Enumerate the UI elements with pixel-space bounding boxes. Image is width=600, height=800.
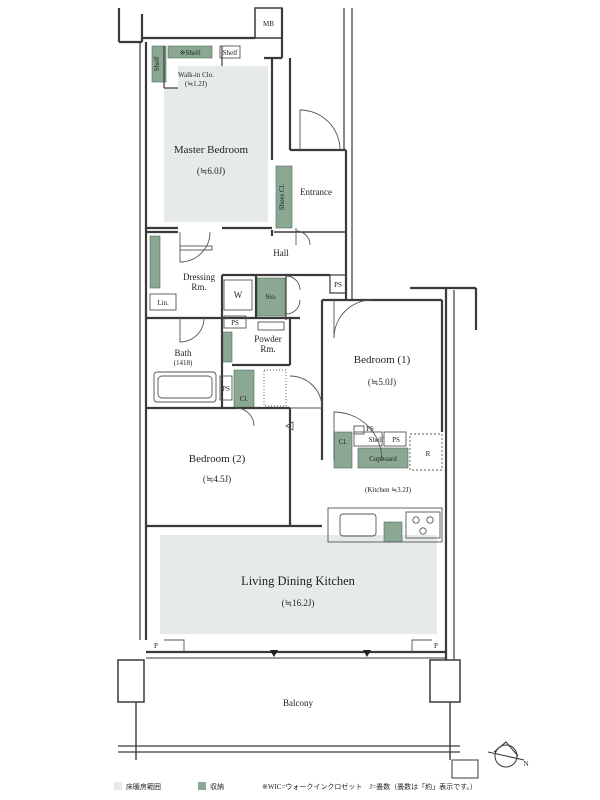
kitchen-label: (Kitchen ≒3.2J) [365,486,412,494]
master-bedroom-size: (≒6.0J) [197,166,225,176]
powder-storage [221,331,233,363]
doors [164,109,432,652]
balcony-label: Balcony [283,698,313,708]
p-left-label: P [154,642,158,650]
master-bedroom-name: Master Bedroom [174,144,249,156]
hall-label: Hall [273,248,289,258]
bathtub [153,371,217,403]
kitchen-counter [327,507,443,543]
shelf-kitchen-label: Shelf [369,436,384,444]
legend-floor-swatch [114,782,122,790]
wic-shelf-label: ※Shelf [180,49,201,57]
powder-sub: Rm. [260,344,275,354]
sto-storage [256,277,286,317]
ps-kitchen-label: PS [392,436,400,444]
stove [405,511,441,539]
entrance-label: Entrance [300,187,332,197]
bedroom2-name: Bedroom (2) [189,453,246,465]
walls [117,7,479,779]
window-markers [270,421,371,657]
lin-label: Lin. [157,299,169,307]
wic-shelf [167,45,213,59]
dressing-name: Dressing [183,272,215,282]
legend-floor-label: 床暖房範囲 [126,782,161,791]
cupboard-label: Cupboard [369,455,397,463]
refrigerator [409,433,443,471]
legend-storage-label: 収納 [210,782,224,791]
bedroom2-size: (≒4.5J) [203,474,231,484]
wic-size: (≒1.2J) [185,80,208,88]
cl-b2-label: Cl. [240,395,249,403]
ldk-name: Living Dining Kitchen [241,574,356,588]
refrigerator-label: R [426,450,431,458]
bath-name: Bath [175,348,192,358]
ldk-floor [160,535,437,634]
shoes-cl [275,165,293,229]
storage-areas [149,45,409,543]
compass-icon [494,744,518,768]
legend-note: ※WIC=ウォークインクロゼット J=畳数（畳数は「約」表示です。） [262,782,477,791]
dressing-storage [149,235,161,289]
cl-b1-label: Cl. [339,438,348,446]
ps-dressing-label: PS [231,319,239,327]
compass-label: N [523,760,528,768]
bath-size: (1418) [174,359,193,367]
ps-shelf-label: PS [366,425,374,433]
kitchen-sink [339,513,377,537]
mb-label: MB [263,20,274,28]
fixtures [149,45,443,543]
dressing-sub: Rm. [191,282,206,292]
ldk-size: (≒16.2J) [282,598,315,608]
shelf-left [151,45,167,83]
p-right-label: P [434,642,438,650]
wic-name: Walk-in Clo. [178,71,214,79]
shelf-top-label: Shelf [223,49,238,57]
ps-hall-label: PS [334,281,342,289]
legend-storage-swatch [198,782,206,790]
powder-name: Powder [254,334,282,344]
sto-label: Sto. [265,293,276,301]
cupboard [357,447,409,469]
bedroom1-name: Bedroom (1) [354,354,411,366]
bedroom1-size: (≒5.0J) [368,377,396,387]
compass [487,741,525,768]
shoes-cl-label: Shoes Cl. [278,183,286,210]
washer-box [223,279,253,311]
washer-label: W [234,290,243,300]
kitchen-counter-storage [383,521,403,543]
ps-bath-label: PS [222,385,230,393]
room-labels: MB ※Shelf Shelf Shelf Walk-in Clo. (≒1.2… [126,20,529,791]
shelf-left-label: Shelf [153,56,161,71]
master-bedroom-floor [164,66,268,222]
floor-heating-areas [160,66,437,634]
